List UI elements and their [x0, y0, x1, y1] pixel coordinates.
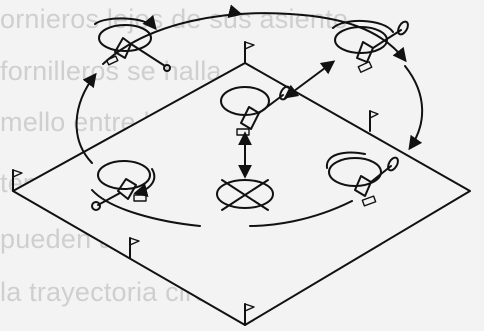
flag-marker-right [370, 111, 378, 131]
ground-square [13, 63, 470, 325]
helicopter-top-right [333, 20, 410, 72]
helicopter-top-left [95, 18, 170, 71]
diagonal-double-arrow [286, 62, 333, 97]
flag-marker-top [245, 42, 254, 63]
